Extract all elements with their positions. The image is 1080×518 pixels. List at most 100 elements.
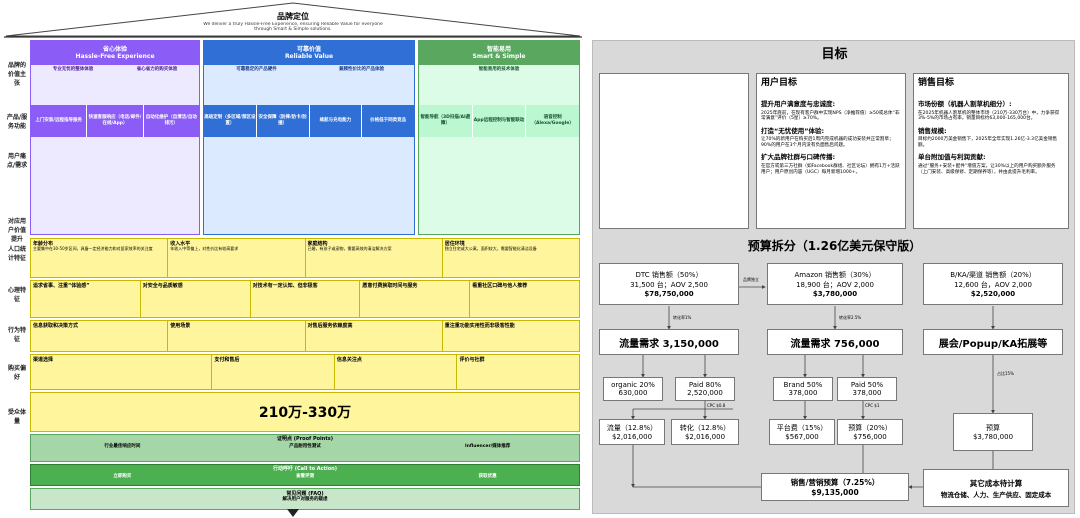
row-label: 受众体量 bbox=[7, 409, 26, 425]
row-label: 产品/服务功能 bbox=[6, 114, 28, 130]
promo-budget-box: 预算（20%）$756,000 bbox=[837, 419, 903, 445]
col-title: 智能易用 bbox=[486, 45, 511, 53]
faq: 常见问题 (FAQ) 解决用户对服务的疑虑 bbox=[30, 488, 580, 510]
value-head: 专业无忧的整体体验 bbox=[52, 67, 94, 72]
col-title: 省心体验 bbox=[102, 45, 127, 53]
col-smart-simple: 智能易用 Smart & Simple 智能易用的技术体验 智能导航（3D扫描/… bbox=[418, 40, 580, 235]
col-hassle-free: 省心体验 Hassle-Free Experience 专业无忧的整体体验 省心… bbox=[30, 40, 200, 235]
sales-goal-text: 目标约2000万美金销售下，2025年全年实现1.26亿-3.3亿美金销售额。 bbox=[918, 137, 1058, 148]
conv-a: 转化（12.8%） bbox=[679, 424, 731, 432]
value-head: 可靠稳定的产品硬件 bbox=[236, 67, 277, 72]
amazon-traffic: 流量需求 756,000 bbox=[790, 338, 880, 350]
left-panel: 品牌定位 We deliver a truly Hassle-Free Expe… bbox=[4, 2, 582, 517]
row-label: 用户痛点/需求 bbox=[6, 153, 28, 169]
sales-goal-sub: 市场份额（机器人割草机细分）: bbox=[918, 99, 1012, 108]
amazon-l1: Amazon 销售额（30%） bbox=[794, 271, 876, 279]
user-goal-text: 在官方或第三方社群（如Facebook群组、社区论坛）拥有1万+活跃用户；用户原… bbox=[761, 164, 900, 175]
dtc-l1: DTC 销售额（50%） bbox=[635, 271, 703, 279]
organic-b: 630,000 bbox=[618, 389, 648, 397]
proof-title: 证明点 (Proof Points) bbox=[277, 436, 333, 442]
bka-budget-box: 预算$3,780,000 bbox=[953, 413, 1033, 451]
bka-l1: B/KA/渠道 销售额（20%） bbox=[950, 271, 1036, 279]
dtc-traffic: 流量需求 3,150,000 bbox=[619, 338, 719, 350]
row-label: 购买偏好 bbox=[7, 365, 26, 381]
row-label: 心理特征 bbox=[7, 287, 26, 303]
col-subtitle: Reliable Value bbox=[284, 53, 334, 60]
value-head: 智能易用的技术体验 bbox=[478, 67, 520, 72]
sales-goals-card: 销售目标 市场份额（机器人割草机细分）: 在2025年机器人割草机的整体市场（2… bbox=[913, 73, 1069, 229]
row-label: 人口统计特征 bbox=[7, 246, 26, 262]
behavior-row: 信息获取和决策方式 使用场景 对售后服务依赖度高 重注重功能实用性而非极客性能 bbox=[30, 320, 580, 352]
bka-budget-b: $3,780,000 bbox=[972, 433, 1014, 441]
beh-head: 信息获取和决策方式 bbox=[33, 323, 79, 329]
demo-body: 主要集中在30-50岁区间，具备一定经济能力和对居家效率的关注度 bbox=[33, 246, 153, 252]
user-goal-text: 2025年底前，在现有客户群中实现NPS（净推荐值）≥50或总体“非常满意”评价… bbox=[761, 110, 900, 122]
platform-fee-box: 平台费（15%）$567,000 bbox=[769, 419, 835, 445]
demo-head: 收入水平 bbox=[170, 241, 191, 247]
audience-value: 210万-330万 bbox=[258, 405, 352, 421]
brand-goals-card bbox=[599, 73, 749, 229]
other-costs-box: 其它成本待计算物流仓储、人力、生产供应、固定成本 bbox=[923, 469, 1069, 507]
demographics-row: 年龄分布主要集中在30-50岁区间，具备一定经济能力和对居家效率的关注度 收入水… bbox=[30, 238, 580, 278]
col-reliable-value: 可靠价值 Reliable Value 可靠稳定的产品硬件 兼顾性价比的产品体验… bbox=[203, 40, 415, 235]
sales-goal-text: 在2025年机器人割草机的整体市场（210万-330万台）中，力争获得3%-5%… bbox=[918, 110, 1060, 122]
brand-box: Brand 50%378,000 bbox=[773, 377, 833, 401]
mkt-b: $9,135,000 bbox=[811, 488, 859, 497]
arrow-label: 转化率1% bbox=[673, 315, 692, 320]
traffic-a: 流量（12.8%） bbox=[606, 424, 658, 432]
audience-size: 210万-330万 bbox=[30, 392, 580, 432]
sales-goal-sub: 销售规模: bbox=[918, 126, 947, 135]
demo-body: 独立住宅或大公寓，面积较大，需要智能化清洁设备 bbox=[444, 246, 537, 252]
purchase-row: 渠道选择 支付和售后 信息关注点 评价与社群 bbox=[30, 354, 580, 390]
arrow-label: 转化率2.5% bbox=[839, 315, 862, 320]
value-head: 兼顾性价比的产品体验 bbox=[339, 67, 384, 72]
conversion-cost-box: 转化（12.8%）$2,016,000 bbox=[671, 419, 739, 445]
buy-head: 渠道选择 bbox=[33, 357, 54, 363]
psychographic-row: 追求省事、注重“体验感” 对安全与品质敏感 对技术有一定认知、但非极客 愿意付费… bbox=[30, 280, 580, 318]
user-goals-title: 用户目标 bbox=[761, 78, 798, 88]
psy-head: 愿意付费换取时间与服务 bbox=[362, 283, 418, 289]
bka-budget-a: 预算 bbox=[986, 424, 1000, 432]
sales-goals-title: 销售目标 bbox=[918, 78, 955, 88]
row-label: 对应用户价值提升 bbox=[7, 217, 26, 243]
func-head: 智能导航（3D扫描/AI避障） bbox=[419, 105, 473, 137]
faq-title: 常见问题 (FAQ) bbox=[286, 491, 324, 497]
row-label: 品牌的价值主张 bbox=[7, 61, 26, 87]
conv-b: $2,016,000 bbox=[684, 433, 726, 441]
dtc-l3: $78,750,000 bbox=[644, 290, 694, 298]
psy-head: 对技术有一定认知、但非极客 bbox=[252, 283, 318, 289]
dtc-sales-box: DTC 销售额（50%） 31,500 台；AOV 2,500 $78,750,… bbox=[599, 263, 739, 305]
traffic-cost-box: 流量（12.8%）$2,016,000 bbox=[599, 419, 665, 445]
col-subtitle: Smart & Simple bbox=[472, 53, 526, 60]
func-head: 续航与充电能力 bbox=[310, 105, 363, 137]
user-goal-text: 让70%的新用户在购买后1周内完成机器的成功安装并正常割草；90%的用户在3个月… bbox=[761, 137, 894, 148]
bka-expansion: 展会/Popup/KA拓展等 bbox=[938, 338, 1048, 350]
pyramid-roof bbox=[4, 2, 582, 38]
brand-positioning-title: 品牌定位 bbox=[277, 12, 309, 21]
brand-b: 378,000 bbox=[788, 389, 818, 397]
func-head: 安全保障（防摔/防卡/防撞） bbox=[257, 105, 310, 137]
demo-head: 年龄分布 bbox=[33, 241, 54, 247]
faq-sub: 解决用户对服务的疑虑 bbox=[282, 497, 328, 503]
proof-points: 证明点 (Proof Points) 行业最佳响应时间 产品耐用性测试 Infl… bbox=[30, 434, 580, 462]
row-label: 行为特征 bbox=[7, 327, 26, 343]
proof-item: 行业最佳响应时间 bbox=[104, 444, 141, 450]
user-goal-sub: 扩大品牌社群与口碑传播: bbox=[761, 153, 836, 162]
budget-title: 预算拆分（1.26亿美元保守版） bbox=[747, 239, 922, 253]
sales-goal-sub: 单台附加值与利润贡献: bbox=[918, 153, 986, 162]
beh-head: 对售后服务依赖度高 bbox=[307, 323, 353, 329]
amazon-paid-b: 378,000 bbox=[852, 389, 882, 397]
dtc-l2: 31,500 台；AOV 2,500 bbox=[630, 281, 708, 289]
dtc-paid-box: Paid 80%2,520,000 bbox=[675, 377, 735, 401]
amazon-paid-box: Paid 50%378,000 bbox=[837, 377, 897, 401]
call-to-action: 行动呼吁 (Call to Action) 立即购买 查看评测 获取优惠 bbox=[30, 464, 580, 486]
bka-l2: 12,600 台，AOV 2,000 bbox=[954, 281, 1032, 289]
user-goals-card: 用户目标 提升用户满意度与忠诚度: 2025年底前，在现有客户群中实现NPS（净… bbox=[756, 73, 906, 229]
col-subtitle: Hassle-Free Experience bbox=[75, 53, 155, 60]
func-head: 语音控制（Alexa/Google） bbox=[531, 115, 574, 126]
brand-a: Brand 50% bbox=[783, 381, 823, 389]
platform-b: $567,000 bbox=[785, 433, 819, 441]
bka-l3: $2,520,000 bbox=[970, 290, 1016, 298]
beh-head: 重注重功能实用性而非极客性能 bbox=[444, 323, 515, 329]
platform-a: 平台费（15%） bbox=[776, 424, 828, 432]
